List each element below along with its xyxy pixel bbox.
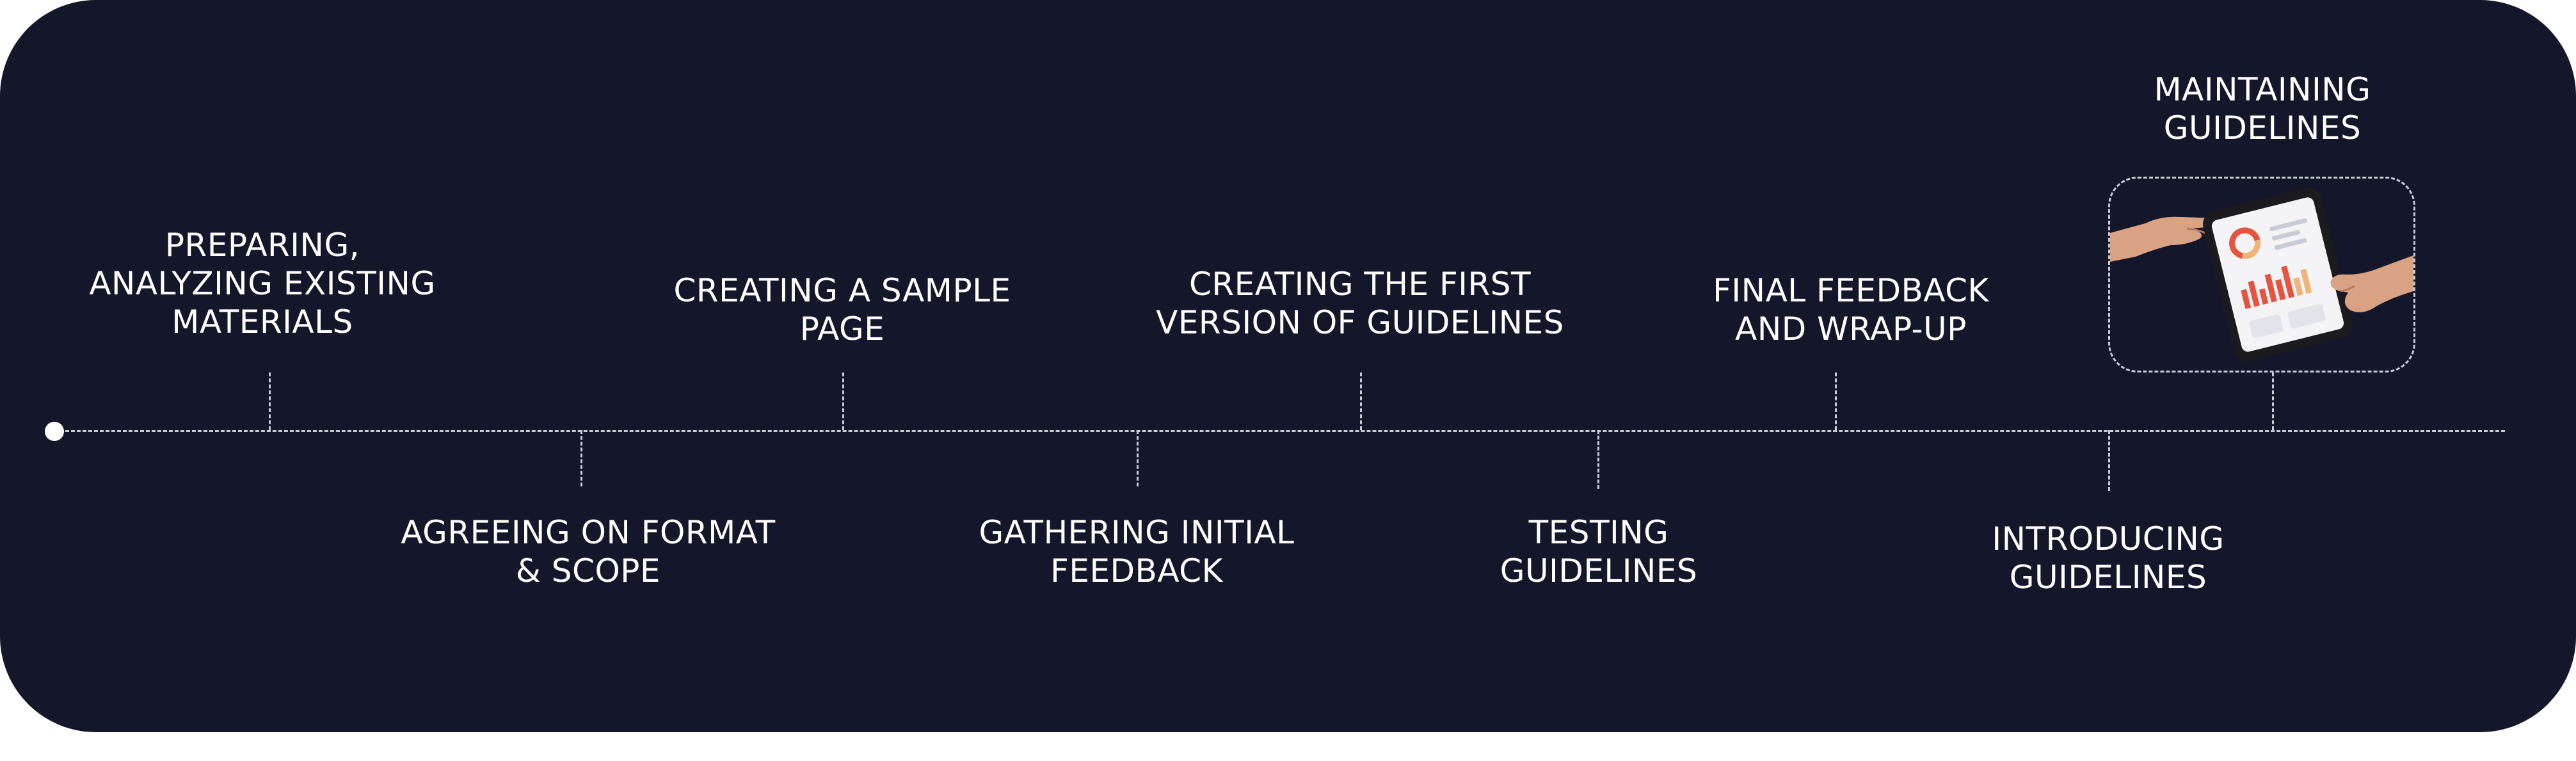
tick-first-version (1360, 372, 1362, 430)
stage-label-first-version: Creating the first version of guidelines (1156, 266, 1564, 341)
stage-label-preparing: Preparing, analyzing existing materials (89, 227, 436, 340)
illustration-frame (2108, 177, 2415, 372)
tick-sample-page (842, 372, 844, 430)
stage-label-final-feedback: Final feedback and wrap-up (1713, 272, 1989, 348)
hands-holding-tablet-dashboard-icon (2110, 188, 2413, 362)
tick-maintaining (2272, 372, 2274, 430)
timeline-axis (54, 430, 2505, 432)
stage-label-introducing: Introducing guidelines (1992, 520, 2225, 596)
timeline-start-dot (45, 422, 64, 441)
stage-label-agreeing: Agreeing on format & scope (401, 514, 776, 589)
stage-label-sample-page: Creating a sample page (673, 272, 1011, 348)
tick-testing (1597, 430, 1599, 489)
tick-agreeing (580, 430, 582, 486)
stage-label-testing: Testing guidelines (1500, 514, 1698, 589)
stage-label-initial-feedback: Gathering initial feedback (979, 514, 1295, 589)
stage-label-maintaining: Maintaining guidelines (2154, 71, 2371, 147)
tick-final-feedback (1835, 372, 1837, 430)
timeline-panel: Preparing, analyzing existing materials … (0, 0, 2576, 732)
tick-preparing (269, 372, 271, 430)
tick-introducing (2108, 430, 2110, 491)
tick-initial-feedback (1137, 430, 1139, 486)
